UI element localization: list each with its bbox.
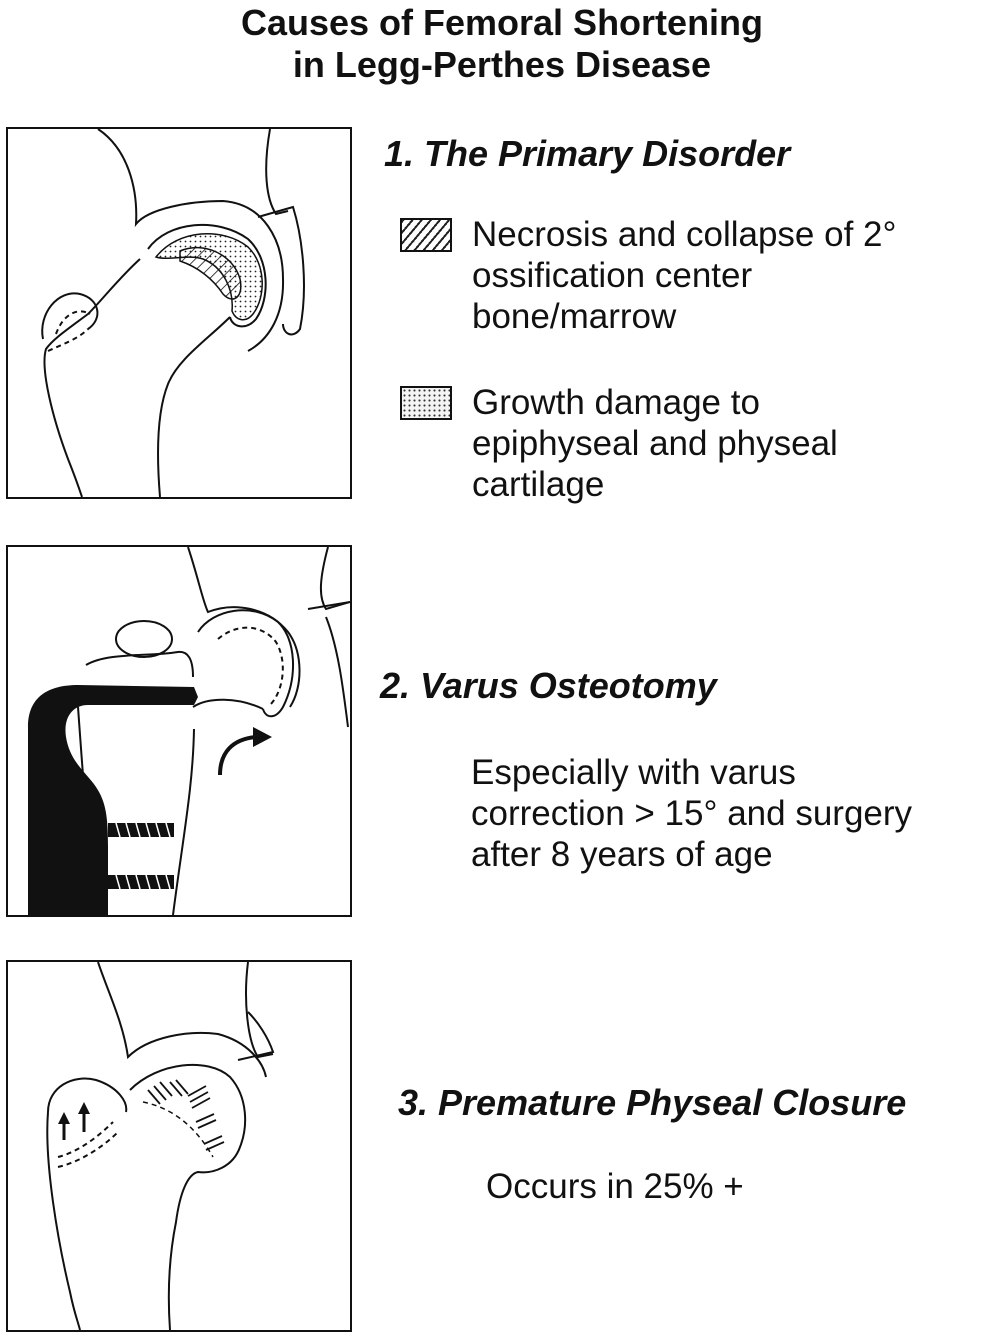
panel-primary-disorder <box>6 127 352 499</box>
legend-growth-damage: Growth damage to epiphyseal and physeal … <box>472 382 838 505</box>
section2-text: Especially with varus correction > 15° a… <box>471 752 912 875</box>
stippled-swatch <box>400 386 452 420</box>
panel-premature-closure <box>6 960 352 1332</box>
panel-varus-osteotomy <box>6 545 352 917</box>
section2-line: Especially with varus <box>471 753 796 792</box>
hip-illustration-1 <box>41 129 305 497</box>
hatched-swatch <box>400 218 452 252</box>
legend-necrosis-line: ossification center <box>472 256 753 295</box>
legend-necrosis: Necrosis and collapse of 2° ossification… <box>472 214 897 337</box>
legend-necrosis-line: Necrosis and collapse of 2° <box>472 215 897 254</box>
section1-heading: 1. The Primary Disorder <box>384 133 791 174</box>
legend-growth-line: epiphyseal and physeal <box>472 424 838 463</box>
section3-heading: 3. Premature Physeal Closure <box>398 1082 907 1123</box>
section3-text: Occurs in 25% + <box>486 1166 744 1207</box>
section2-line: after 8 years of age <box>471 835 773 874</box>
hip-illustration-3 <box>46 962 275 1330</box>
hip-illustration-2 <box>28 547 350 915</box>
section3-line: Occurs in 25% + <box>486 1167 744 1206</box>
title-line-2: in Legg-Perthes Disease <box>292 44 712 85</box>
section2-heading: 2. Varus Osteotomy <box>380 665 717 706</box>
legend-growth-line: cartilage <box>472 465 605 504</box>
legend-growth-line: Growth damage to <box>472 383 760 422</box>
title-line-1: Causes of Femoral Shortening <box>240 2 764 43</box>
section2-line: correction > 15° and surgery <box>471 794 913 833</box>
legend-necrosis-line: bone/marrow <box>472 297 677 336</box>
